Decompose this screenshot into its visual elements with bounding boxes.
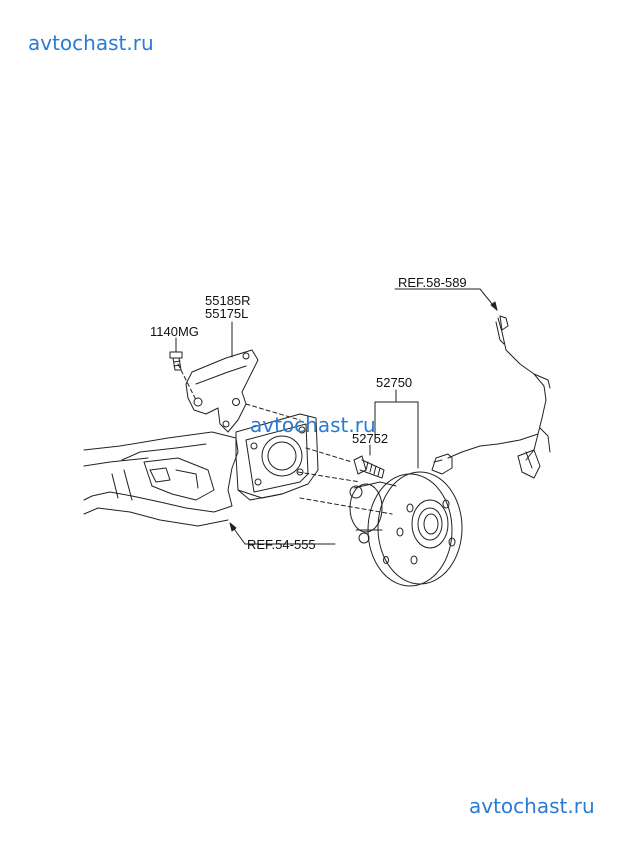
watermark-bottom: avtochast.ru [469,794,595,818]
rear-axle [83,413,319,527]
label-55175L: 55175L [205,306,249,321]
mounting-bracket [185,349,259,433]
wheel-hub-assembly [349,471,463,587]
label-55185R: 55185R [205,293,251,308]
watermark-top: avtochast.ru [28,31,154,55]
hub-bolt-52752 [353,455,385,479]
abs-sensor-cable [431,315,551,479]
label-52752: 52752 [352,431,389,446]
label-ref-54-555: REF.54-555 [247,537,316,552]
leader-lines [175,288,498,545]
label-ref-58-589: REF.58-589 [398,275,467,290]
label-52750: 52750 [376,375,413,390]
leader-ref-54 [231,525,336,545]
bolt-1140mg [169,351,183,371]
label-1140MG: 1140MG [150,324,199,339]
leader-ref-58 [394,288,498,311]
watermark-middle: avtochast.ru [250,413,376,437]
